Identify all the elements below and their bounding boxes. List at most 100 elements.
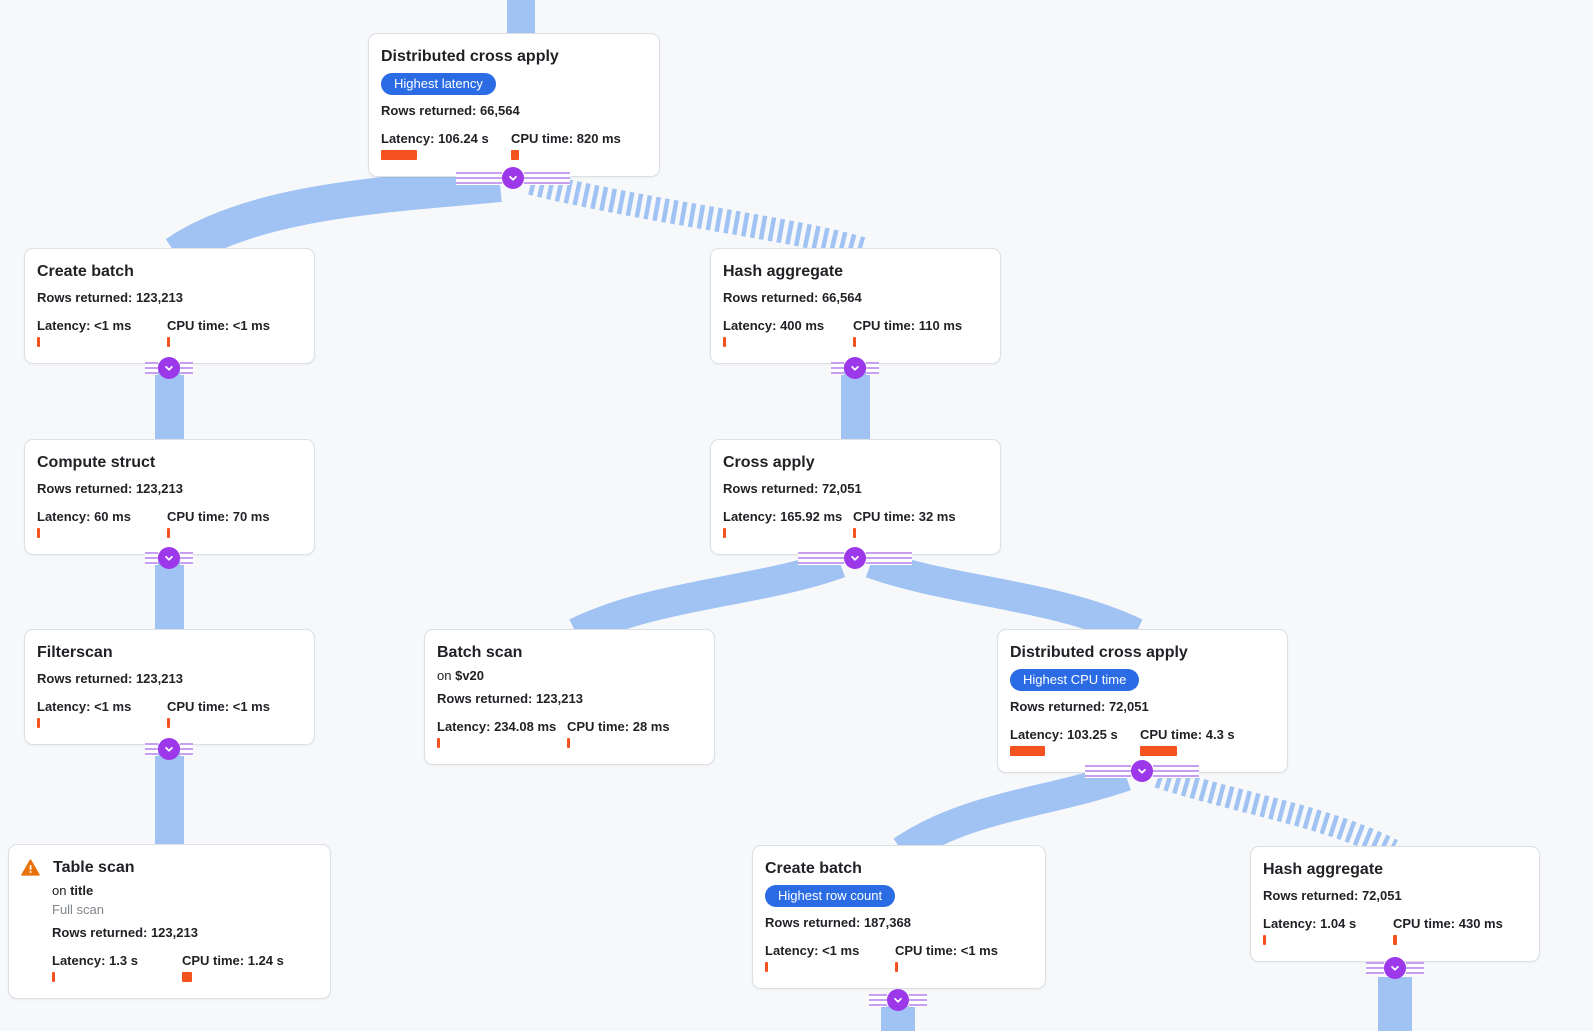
connector-stripes: [869, 993, 887, 1007]
rows-returned: Rows returned: 123,213: [52, 925, 198, 940]
latency-label: Latency: <1 ms: [37, 318, 132, 333]
connector-dca-2: [1085, 760, 1199, 782]
connector-stripes: [145, 361, 158, 375]
collapse-toggle[interactable]: [1131, 760, 1153, 782]
connector-stripes: [909, 993, 927, 1007]
cpu-time-label: CPU time: 1.24 s: [182, 953, 284, 968]
latency-bar: [765, 962, 768, 972]
latency-bar: [37, 528, 40, 538]
collapse-toggle[interactable]: [502, 167, 524, 189]
plan-node-hash-aggregate-2[interactable]: Hash aggregate Rows returned: 72,051 Lat…: [1250, 846, 1540, 962]
plan-node-create-batch-1[interactable]: Create batch Rows returned: 123,213 Late…: [24, 248, 315, 364]
connector-compute-struct: [145, 547, 193, 569]
cpu-time-bar: [1140, 746, 1177, 756]
latency-bar: [37, 337, 40, 347]
plan-node-create-batch-2[interactable]: Create batch Highest row count Rows retu…: [752, 845, 1046, 989]
latency-label: Latency: 234.08 ms: [437, 719, 557, 734]
collapse-toggle[interactable]: [844, 357, 866, 379]
connector-filterscan: [145, 738, 193, 760]
collapse-toggle[interactable]: [158, 547, 180, 569]
cpu-time-bar: [167, 718, 170, 728]
node-title: Compute struct: [37, 454, 156, 471]
chevron-down-icon: [1138, 768, 1146, 774]
cpu-time-bar: [511, 150, 519, 160]
node-title: Hash aggregate: [1263, 861, 1384, 878]
rows-returned: Rows returned: 123,213: [37, 481, 183, 496]
plan-node-table-scan[interactable]: Table scan on title Full scan Rows retur…: [8, 844, 331, 999]
latency-bar: [52, 972, 55, 982]
connector-stripes: [456, 171, 502, 185]
latency-bar: [37, 718, 40, 728]
connector-create-batch-1: [145, 357, 193, 379]
connector-stripes: [1366, 961, 1384, 975]
node-title: Cross apply: [723, 454, 815, 471]
connector-stripes: [866, 361, 879, 375]
connector-stripes: [1406, 961, 1424, 975]
cpu-time-bar: [182, 972, 192, 982]
chevron-down-icon: [165, 555, 173, 561]
plan-node-batch-scan[interactable]: Batch scan on $v20 Rows returned: 123,21…: [424, 629, 715, 765]
edge-cross-apply-to-batch-scan: [569, 548, 846, 647]
cpu-time-label: CPU time: <1 ms: [895, 943, 998, 958]
node-badge: Highest latency: [381, 73, 496, 95]
cpu-time-bar: [895, 962, 898, 972]
cpu-time-label: CPU time: 28 ms: [567, 719, 670, 734]
connector-create-batch-2: [869, 989, 927, 1011]
collapse-toggle[interactable]: [158, 738, 180, 760]
plan-node-filterscan[interactable]: Filterscan Rows returned: 123,213 Latenc…: [24, 629, 315, 745]
collapse-toggle[interactable]: [887, 989, 909, 1011]
connector-stripes: [180, 742, 193, 756]
plan-node-compute-struct[interactable]: Compute struct Rows returned: 123,213 La…: [24, 439, 315, 555]
latency-label: Latency: 400 ms: [723, 318, 825, 333]
latency-label: Latency: 60 ms: [37, 509, 131, 524]
edge-dca-root-to-hash-aggregate-1: [528, 171, 866, 261]
warning-icon: [21, 859, 40, 876]
latency-label: Latency: 1.3 s: [52, 953, 138, 968]
connector-stripes: [145, 742, 158, 756]
cpu-time-label: CPU time: 4.3 s: [1140, 727, 1235, 742]
node-title: Distributed cross apply: [1010, 644, 1188, 661]
edge-cross-apply-to-dca-2: [865, 548, 1143, 647]
scan-target: on $v20: [437, 668, 485, 683]
chevron-down-icon: [851, 365, 859, 371]
collapse-toggle[interactable]: [158, 357, 180, 379]
cpu-time-label: CPU time: 70 ms: [167, 509, 270, 524]
plan-node-hash-aggregate-1[interactable]: Hash aggregate Rows returned: 66,564 Lat…: [710, 248, 1001, 364]
latency-bar: [1263, 935, 1266, 945]
chevron-down-icon: [509, 175, 517, 181]
rows-returned: Rows returned: 123,213: [37, 290, 183, 305]
rows-returned: Rows returned: 66,564: [381, 103, 520, 118]
latency-label: Latency: <1 ms: [765, 943, 860, 958]
connector-stripes: [831, 361, 844, 375]
connector-dca-root: [456, 167, 570, 189]
cpu-time-label: CPU time: <1 ms: [167, 699, 270, 714]
cpu-time-label: CPU time: 32 ms: [853, 509, 956, 524]
rows-returned: Rows returned: 187,368: [765, 915, 911, 930]
cpu-time-bar: [853, 337, 856, 347]
latency-label: Latency: 106.24 s: [381, 131, 489, 146]
node-title: Create batch: [765, 860, 862, 877]
cpu-time-label: CPU time: <1 ms: [167, 318, 270, 333]
latency-label: Latency: <1 ms: [37, 699, 132, 714]
connector-stripes: [866, 551, 912, 565]
plan-node-dca-2[interactable]: Distributed cross apply Highest CPU time…: [997, 629, 1288, 773]
chevron-down-icon: [851, 555, 859, 561]
connector-stripes: [798, 551, 844, 565]
cpu-time-label: CPU time: 430 ms: [1393, 916, 1503, 931]
collapse-toggle[interactable]: [1384, 957, 1406, 979]
edge-dca-2-to-hash-aggregate-2: [1154, 766, 1398, 860]
scan-note: Full scan: [52, 902, 105, 917]
chevron-down-icon: [165, 746, 173, 752]
node-title: Table scan: [53, 859, 135, 876]
plan-node-cross-apply[interactable]: Cross apply Rows returned: 72,051 Latenc…: [710, 439, 1001, 555]
connector-stripes: [180, 551, 193, 565]
rows-returned: Rows returned: 72,051: [723, 481, 862, 496]
rows-returned: Rows returned: 72,051: [1010, 699, 1149, 714]
connector-stripes: [180, 361, 193, 375]
plan-node-dca-root[interactable]: Distributed cross apply Highest latency …: [368, 33, 660, 177]
collapse-toggle[interactable]: [844, 547, 866, 569]
node-title: Filterscan: [37, 644, 113, 661]
connector-cross-apply: [798, 547, 912, 569]
node-badge: Highest row count: [765, 885, 896, 907]
